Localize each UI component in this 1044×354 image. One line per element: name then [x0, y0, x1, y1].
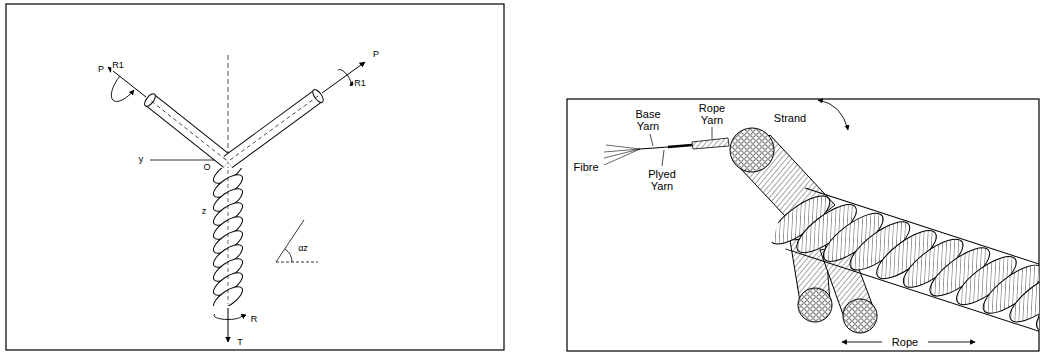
force-label: T: [236, 338, 244, 348]
fibre-bundle: [604, 145, 640, 165]
dimension-label: Rope: [891, 336, 919, 348]
axis-label: y: [138, 155, 145, 165]
angle-line: [276, 262, 318, 263]
axis-label: z: [201, 207, 208, 217]
origin-label: O: [202, 163, 211, 173]
rope-outline: [805, 188, 1039, 295]
base-yarn: [640, 147, 668, 149]
moment-label: R1: [111, 61, 125, 71]
strand-section: [843, 299, 877, 333]
rope-body: [759, 175, 1039, 351]
panel-frame: [567, 99, 1039, 351]
fibre: [604, 149, 640, 165]
strand-tube: [150, 100, 228, 162]
strand-axis: [230, 96, 318, 160]
moment-label: R1: [353, 79, 367, 89]
dimension-arrow: [928, 342, 975, 343]
fibre: [606, 145, 640, 149]
force-arrow: [108, 67, 146, 97]
moment-arrow: [338, 69, 351, 86]
angle-label: αz: [297, 244, 309, 254]
dimension-arrow: [842, 342, 882, 343]
force-arrow: [228, 308, 229, 342]
strand-axis: [150, 100, 226, 160]
part-label: Plyed Yarn: [643, 168, 681, 192]
strand-tube: [150, 100, 228, 162]
rope-yarn: [692, 138, 729, 149]
leader-line: [650, 134, 653, 146]
strand-section: [730, 128, 774, 172]
strand-section: [798, 288, 832, 322]
force-label: P: [97, 65, 105, 75]
rope-illustration: [730, 128, 1039, 351]
strand-arrow: [818, 100, 848, 130]
leader-line: [662, 150, 664, 166]
strand-tube: [228, 96, 318, 162]
part-label: Rope Yarn: [693, 102, 731, 126]
twisted-rope: [213, 168, 243, 306]
rope-outline: [785, 249, 1039, 351]
plyed-yarn: [668, 145, 692, 147]
strand-tube: [228, 96, 318, 162]
moment-label: R: [250, 315, 259, 325]
fibre: [604, 149, 640, 152]
moment-arrow: [111, 76, 134, 101]
axis-line: [228, 170, 229, 304]
rope-twist: [213, 283, 243, 306]
panel-frame: [6, 4, 504, 350]
part-label: Fibre: [572, 161, 599, 173]
part-label: Base Yarn: [631, 108, 665, 132]
angle-arc: [285, 249, 292, 262]
angle-line: [276, 220, 304, 262]
leader-line: [712, 127, 713, 139]
rope-strand: [1025, 262, 1039, 351]
fibre: [604, 149, 640, 158]
force-label: P: [372, 50, 380, 60]
part-label: Strand: [773, 112, 807, 124]
